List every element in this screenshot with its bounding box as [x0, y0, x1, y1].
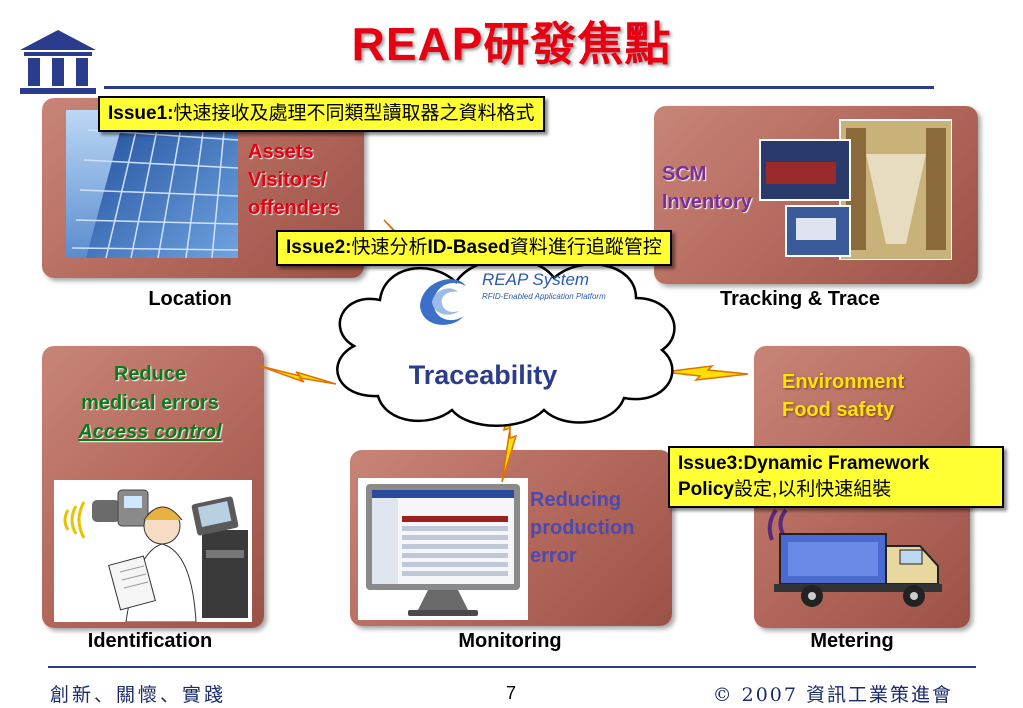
caption-monitoring: Monitoring	[458, 630, 562, 652]
tracking-item: Inventory	[662, 191, 753, 213]
monitoring-item: error	[530, 545, 577, 567]
monitoring-item: Reducing	[530, 489, 622, 511]
reap-system-name: REAP System	[482, 270, 590, 289]
footer-rule	[48, 666, 976, 668]
truck-icon	[767, 508, 942, 607]
metering-items: Environment Food safety	[782, 368, 904, 424]
metering-item: Environment	[782, 371, 905, 393]
reap-system-subtitle: RFID-Enabled Application Platform	[482, 292, 606, 301]
location-item: offenders	[248, 197, 340, 219]
nurse-photo	[54, 480, 252, 623]
monitoring-items: Reducing production error	[530, 486, 634, 570]
caption-metering: Metering	[810, 630, 894, 652]
building-icon	[66, 110, 238, 258]
logistics-photos	[756, 114, 953, 261]
nurse-scanner-icon	[63, 489, 248, 623]
issue3-line2: Policy設定,以利快速組裝	[678, 477, 994, 503]
issue2-text-b: 資料進行追蹤管控	[509, 237, 662, 258]
issue1-label: Issue1:	[108, 103, 174, 124]
caption-identification: Identification	[87, 630, 213, 652]
issue3-policy: Policy	[678, 479, 734, 500]
issue1-box: Issue1:快速接收及處理不同類型讀取器之資料格式	[98, 96, 545, 132]
issue2-box: Issue2:快速分析ID-Based資料進行追蹤管控	[276, 230, 672, 266]
page-number: 7	[506, 683, 517, 703]
warehouse-icon	[759, 119, 953, 261]
reap-swirl-icon	[420, 279, 466, 325]
monitor-photo	[358, 478, 528, 620]
tracking-items: SCM Inventory	[662, 160, 752, 216]
metering-item: Food safety	[782, 399, 895, 421]
issue2-text-a: 快速分析	[351, 237, 428, 258]
footer-copyright: © 2007 資訊工業策進會	[712, 684, 953, 706]
issue2-label: Issue2:	[286, 237, 352, 258]
location-item: Visitors/	[248, 169, 327, 191]
identification-emphasis: Access control	[78, 421, 222, 443]
issue3-line2-rest: 設定,以利快速組裝	[733, 479, 892, 500]
page-title: REAP研發焦點	[351, 18, 672, 70]
location-item: Assets	[248, 141, 314, 163]
identification-items: Reduce medical errors Access control	[52, 360, 248, 447]
monitoring-item: production	[530, 517, 635, 539]
reap-logo: REAP System RFID-Enabled Application Pla…	[412, 266, 612, 330]
institution-logo-icon	[20, 30, 96, 94]
computer-monitor-icon	[366, 484, 520, 616]
issue3-line1: Issue3:Dynamic Framework	[678, 453, 930, 474]
traceability-label: Traceability	[408, 360, 558, 390]
caption-location: Location	[148, 288, 232, 310]
header-rule	[104, 86, 934, 89]
caption-tracking: Tracking & Trace	[719, 288, 881, 310]
tracking-item: SCM	[662, 163, 707, 185]
location-items: Assets Visitors/ offenders	[248, 138, 339, 222]
building-photo	[66, 110, 238, 258]
issue1-text: 快速接收及處理不同類型讀取器之資料格式	[173, 103, 535, 124]
truck-picture	[764, 500, 960, 612]
issue2-id-based: ID-Based	[427, 237, 510, 258]
issue3-box: Issue3:Dynamic Framework Policy設定,以利快速組裝	[668, 446, 1004, 508]
footer-motto: 創新、關懷、實踐	[50, 684, 227, 706]
identification-item: Reduce	[113, 363, 187, 385]
identification-item: medical errors	[81, 392, 219, 414]
logo	[16, 30, 100, 96]
